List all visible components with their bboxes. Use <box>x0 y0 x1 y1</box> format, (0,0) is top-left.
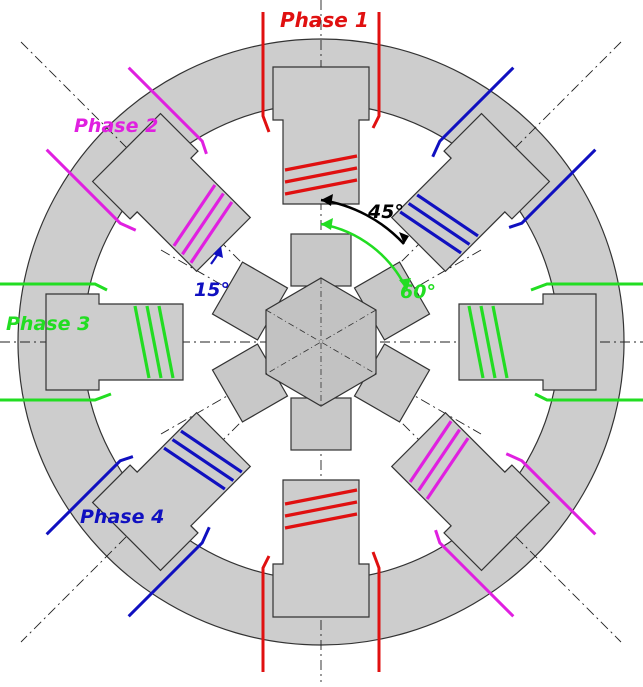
label-angle-45: 45° <box>367 201 404 223</box>
angle-60-arc <box>320 222 409 291</box>
label-angle-60: 60° <box>400 281 436 303</box>
label-phase-4: Phase 4 <box>80 506 164 528</box>
label-phase-1: Phase 1 <box>280 8 369 32</box>
label-phase-2: Phase 2 <box>74 115 158 137</box>
rotor <box>211 233 431 451</box>
label-phase-3: Phase 3 <box>6 313 90 335</box>
label-angle-15: 15° <box>194 279 230 301</box>
